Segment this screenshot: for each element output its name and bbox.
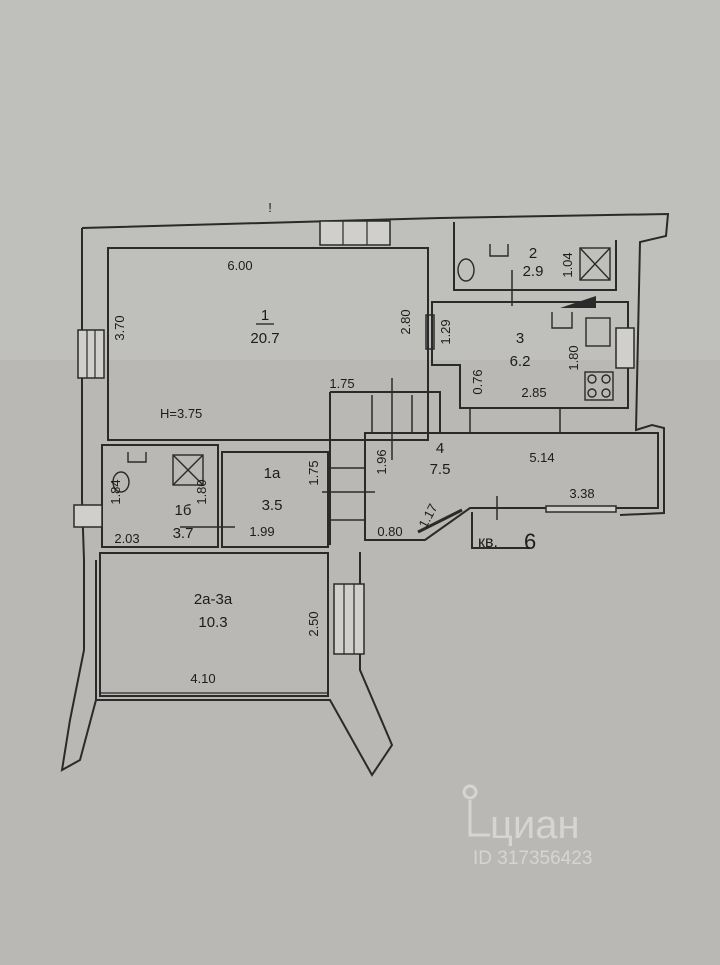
room-1-number: 1 (261, 307, 269, 324)
window-hall (545, 505, 617, 513)
room-2a3a-number: 2а-3а (194, 591, 233, 608)
room-2-outline (453, 222, 617, 291)
window-kitchen (615, 327, 635, 369)
dim-180-bath: 1.80 (194, 479, 209, 504)
room-2a3a-outline (99, 552, 329, 697)
room-2-area: 2.9 (523, 263, 544, 280)
window-top (319, 220, 391, 246)
window-left-2 (73, 504, 103, 528)
dim-285: 2.85 (521, 385, 546, 400)
dim-199: 1.99 (249, 524, 274, 539)
stove-burner-3 (587, 388, 597, 398)
dim-514: 5.14 (529, 450, 554, 465)
gas-heater-icon (560, 296, 596, 308)
room-1b-area: 3.7 (173, 525, 194, 542)
stove-burner-4 (601, 388, 611, 398)
stove-icon (584, 371, 614, 401)
room-1a-outline (221, 451, 329, 548)
apartment-label: кв. (478, 534, 498, 551)
dim-175b: 1.75 (306, 460, 321, 485)
room-3-area: 6.2 (510, 353, 531, 370)
stove-burner-2 (601, 374, 611, 384)
toilet-icon (457, 258, 475, 282)
stove-burner-1 (587, 374, 597, 384)
room-4-number: 4 (436, 440, 444, 457)
room-1a-number: 1а (264, 465, 281, 482)
room-3-number: 3 (516, 330, 524, 347)
wall-niche (425, 314, 435, 350)
dim-410: 4.10 (190, 671, 215, 686)
dim-250: 2.50 (306, 611, 321, 636)
dim-175a: 1.75 (329, 376, 354, 391)
apartment-label-box (471, 512, 530, 549)
watermark-id: ID 317356423 (473, 848, 592, 869)
room-1b-number: 1б (175, 502, 192, 519)
wc-shower-x2 (579, 247, 611, 281)
dim-076: 0.76 (470, 369, 485, 394)
dim-196: 1.96 (374, 449, 389, 474)
dim-600: 6.00 (227, 258, 252, 273)
dim-080: 0.80 (377, 524, 402, 539)
room-1-area: 20.7 (250, 330, 279, 347)
watermark: циан ID 317356423 (462, 784, 592, 869)
cian-logo-icon (462, 784, 490, 837)
apartment-number: 6 (524, 529, 536, 554)
dim-129: 1.29 (438, 319, 453, 344)
watermark-brand: циан (490, 803, 580, 847)
hall-window-angled (417, 508, 463, 534)
room-1a-area: 3.5 (262, 497, 283, 514)
toilet-1b-icon (112, 471, 130, 493)
dim-338: 3.38 (569, 486, 594, 501)
wc-shower-box (579, 247, 611, 281)
sink-wc-icon (489, 244, 509, 257)
window-left-1 (77, 329, 105, 379)
corridor-wall (330, 391, 441, 432)
paper-light-area (0, 0, 720, 360)
room-4-outline (364, 432, 659, 541)
ceiling-height: H=3.75 (160, 406, 202, 421)
sink-1b-icon (127, 452, 147, 463)
dim-184: 1.84 (108, 479, 123, 504)
bath-shower-x2 (172, 454, 204, 486)
dim-104: 1.04 (560, 252, 575, 277)
bath-shower-box (172, 454, 204, 486)
window-stair (333, 583, 365, 655)
dim-370: 3.70 (112, 315, 127, 340)
dim-180-kitchen: 1.80 (566, 345, 581, 370)
room-2-number: 2 (529, 245, 537, 262)
dim-280: 2.80 (398, 309, 413, 334)
sink-kitchen-icon (551, 312, 573, 329)
room-1-outline (107, 247, 429, 441)
kitchen-counter-icon (585, 317, 611, 347)
room-2a3a-area: 10.3 (198, 614, 227, 631)
outer-wall-top-right (81, 212, 670, 516)
top-mark: ! (268, 200, 272, 215)
room-4-area: 7.5 (430, 461, 451, 478)
room-1b-outline (101, 444, 219, 548)
room-3-outline (431, 301, 629, 409)
dim-203: 2.03 (114, 531, 139, 546)
